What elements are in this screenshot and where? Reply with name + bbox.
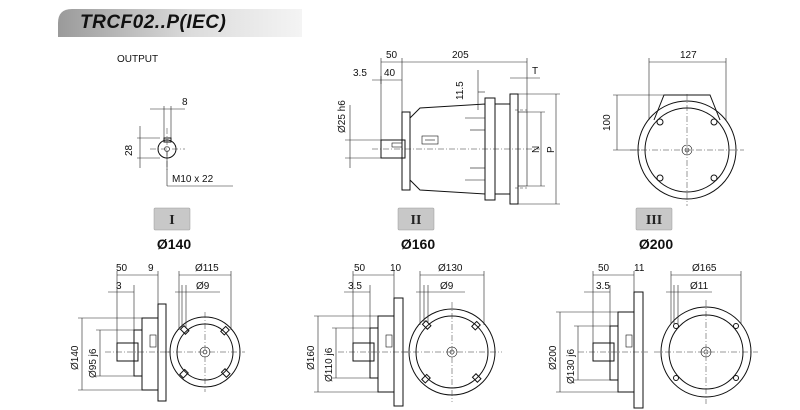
- title-banner: TRCF02..P(IEC): [58, 9, 302, 37]
- variant-I-front-view: Ø115 Ø9: [165, 263, 245, 392]
- variant-I-box: [153, 207, 191, 231]
- gearbox-side-view: 50 205 3.5 40 11.5 T Ø25 h6 N P: [337, 50, 560, 205]
- variant-III-header: III Ø200: [635, 207, 673, 252]
- main-dim-50: 50: [386, 50, 398, 61]
- front-dim-127: 127: [680, 50, 697, 61]
- variant-III-dim-t: 11: [634, 263, 645, 274]
- main-dim-11-5: 11.5: [455, 81, 466, 100]
- variant-III-dim-3: 3.5: [596, 281, 610, 292]
- variant-II-side-view: 50 10 3.5 Ø160 Ø110 j6: [306, 263, 408, 407]
- output-width-label: 8: [182, 97, 188, 108]
- variant-I-dim-t: 9: [148, 263, 154, 274]
- output-label: OUTPUT: [117, 54, 158, 65]
- variant-II-pcd: Ø130: [438, 263, 463, 274]
- variant-III-pcd: Ø165: [692, 263, 717, 274]
- main-dim-40: 40: [384, 68, 396, 79]
- variant-II-pilot-dia: Ø110 j6: [324, 347, 335, 382]
- variant-II-size: Ø160: [401, 236, 435, 252]
- variant-II-roman: II: [411, 213, 422, 228]
- variant-II-outer-dia: Ø160: [306, 345, 317, 370]
- variant-III-outer-dia: Ø200: [548, 345, 559, 370]
- main-dim-n: N: [531, 146, 542, 153]
- variant-II-dim-t: 10: [390, 263, 402, 274]
- variant-III-hole: Ø11: [690, 281, 709, 292]
- output-keyway: [163, 137, 172, 143]
- variant-I-dim-50: 50: [116, 263, 128, 274]
- main-dim-205: 205: [452, 50, 469, 61]
- variant-I-size: Ø140: [157, 236, 191, 252]
- variant-III-front-view: Ø165 Ø11: [654, 263, 758, 404]
- page-title: TRCF02..P(IEC): [80, 12, 227, 33]
- variant-II-hole: Ø9: [440, 281, 454, 292]
- variant-II-dim-50: 50: [354, 263, 366, 274]
- front-dim-100: 100: [602, 114, 613, 131]
- main-dim-p: P: [546, 146, 557, 153]
- variant-III-roman: III: [646, 213, 662, 228]
- variant-I-pcd: Ø115: [195, 263, 219, 274]
- output-detail: OUTPUT 8 28 M10 x 22: [117, 54, 233, 187]
- variant-II-front-view: Ø130 Ø9: [402, 263, 502, 402]
- variant-I-dim-3: 3: [116, 281, 122, 292]
- variant-I-header: I Ø140: [153, 207, 191, 252]
- main-shaft-diameter: Ø25 h6: [337, 100, 348, 133]
- variant-I-roman: I: [169, 213, 174, 228]
- variant-III-box: [635, 207, 673, 231]
- variant-I-side-view: 50 9 3 Ø140 Ø95 j6: [70, 263, 170, 402]
- variant-I-pilot-dia: Ø95 j6: [88, 348, 99, 378]
- variant-III-pilot-dia: Ø130 j6: [566, 349, 577, 384]
- variant-II-box: [397, 207, 435, 231]
- variant-II-header: II Ø160: [397, 207, 435, 252]
- gearbox-front-view: 127 100: [602, 50, 744, 206]
- variant-I-hole: Ø9: [196, 281, 210, 292]
- output-height-label: 28: [124, 144, 135, 156]
- variant-III-dim-50: 50: [598, 263, 610, 274]
- output-thread-label: M10 x 22: [172, 174, 214, 185]
- variant-III-size: Ø200: [639, 236, 673, 252]
- gearbox-rear-flange: [401, 111, 411, 191]
- variant-III-side-view: 50 11 3.5 Ø200 Ø130 j6: [548, 263, 648, 409]
- main-dim-t: T: [532, 66, 538, 77]
- brand-plate: [421, 135, 439, 145]
- title-banner-shape: [58, 9, 302, 37]
- variant-II-dim-3: 3.5: [348, 281, 362, 292]
- variant-I-outer-dia: Ø140: [70, 345, 81, 370]
- main-dim-3-5: 3.5: [353, 68, 367, 79]
